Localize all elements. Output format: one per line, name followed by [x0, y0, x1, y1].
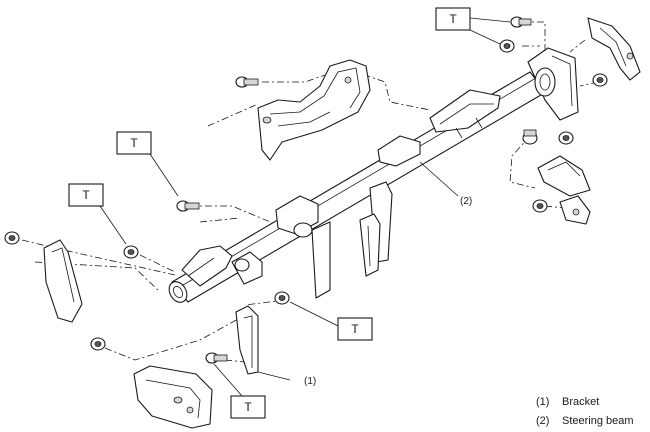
torque-marker-right: T: [289, 301, 373, 341]
svg-text:T: T: [449, 12, 457, 26]
assembly-leader-lines: [21, 21, 599, 363]
legend-item-bracket: (1) Bracket: [536, 396, 599, 408]
callout-bracket: (1): [304, 376, 316, 387]
nut-icon: [4, 231, 20, 245]
lower-left-plate: [133, 365, 213, 429]
bolt-icon: [176, 200, 200, 212]
bolt-icon: [510, 16, 532, 28]
svg-text:T: T: [244, 400, 252, 414]
callout-steering-beam: (2): [419, 161, 472, 207]
bracket-part-1: [235, 305, 291, 381]
torque-marker-upper-left: T: [116, 131, 179, 197]
bolt-icon: [522, 129, 538, 145]
torque-marker-bottom: T: [213, 363, 266, 419]
upper-left-bracket: [257, 59, 371, 161]
svg-text:T: T: [351, 322, 359, 336]
right-lower-brackets: [537, 155, 591, 225]
legend-item-steering-beam: (2) Steering beam: [536, 415, 634, 427]
svg-text:Bracket: Bracket: [562, 396, 599, 408]
upper-right-bracket: [587, 17, 641, 81]
bolt-icon: [205, 352, 228, 364]
torque-marker-left: T: [68, 183, 127, 245]
svg-text:(1): (1): [536, 396, 549, 408]
svg-text:T: T: [130, 136, 138, 150]
lower-centre-brace: [359, 213, 381, 277]
nut-icon: [499, 39, 515, 53]
nut-icon: [123, 245, 139, 259]
nut-icon: [532, 199, 548, 213]
legend: (1) Bracket (2) Steering beam: [536, 396, 634, 427]
svg-text:T: T: [82, 188, 90, 202]
nut-icon: [558, 131, 574, 145]
torque-marker-top: T: [435, 7, 511, 45]
nut-icon: [274, 291, 290, 305]
nut-icon: [90, 337, 106, 351]
fasteners: [4, 16, 608, 364]
svg-text:(2): (2): [536, 415, 549, 427]
svg-text:Steering beam: Steering beam: [562, 415, 634, 427]
svg-text:(1): (1): [304, 376, 316, 387]
left-side-bracket: [43, 239, 83, 323]
svg-text:(2): (2): [460, 196, 472, 207]
nut-icon: [592, 73, 608, 87]
bolt-icon: [235, 76, 259, 88]
